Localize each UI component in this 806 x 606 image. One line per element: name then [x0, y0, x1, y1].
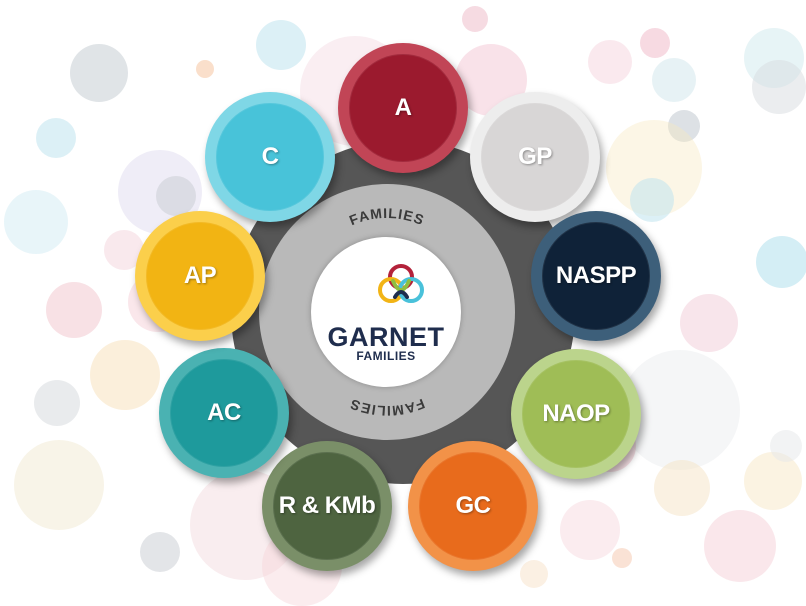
family-label: NASPP — [555, 262, 637, 289]
family-label: GP — [518, 143, 552, 170]
family-node-naspp[interactable]: NASPP — [531, 211, 661, 341]
family-node-r-kmb[interactable]: R & KMb — [262, 441, 392, 571]
center-subtitle: FAMILIES — [356, 349, 416, 363]
background-bubble — [196, 60, 214, 78]
background-bubble — [756, 236, 806, 288]
family-node-gc[interactable]: GC — [408, 441, 538, 571]
logo-loop-navy — [393, 290, 409, 299]
background-bubble — [744, 452, 802, 510]
background-bubble — [256, 20, 306, 70]
background-bubble — [612, 548, 632, 568]
background-bubble — [680, 294, 738, 352]
background-bubble — [140, 532, 180, 572]
family-node-a[interactable]: A — [338, 43, 468, 173]
family-node-naop[interactable]: NAOP — [511, 349, 641, 479]
family-node-gp[interactable]: GP — [470, 92, 600, 222]
background-bubble — [654, 460, 710, 516]
family-label: AP — [183, 262, 217, 289]
background-bubble — [560, 500, 620, 560]
family-node-c[interactable]: C — [205, 92, 335, 222]
background-bubble — [34, 380, 80, 426]
family-label: AC — [207, 399, 241, 426]
family-label: C — [261, 143, 279, 170]
background-bubble — [770, 430, 802, 462]
family-label: A — [394, 94, 412, 121]
background-bubble — [46, 282, 102, 338]
background-bubble — [90, 340, 160, 410]
background-bubble — [630, 178, 674, 222]
background-bubble — [588, 40, 632, 84]
background-bubble — [640, 28, 670, 58]
center-title: GARNET — [327, 322, 445, 352]
background-bubble — [4, 190, 68, 254]
background-bubble — [704, 510, 776, 582]
background-bubble — [668, 110, 700, 142]
family-label: NAOP — [542, 400, 610, 427]
background-bubble — [14, 440, 104, 530]
family-node-ap[interactable]: AP — [135, 211, 265, 341]
background-bubble — [752, 60, 806, 114]
background-bubble — [70, 44, 128, 102]
background-bubble — [36, 118, 76, 158]
family-node-ac[interactable]: AC — [159, 348, 289, 478]
background-bubble — [156, 176, 196, 216]
background-bubble — [652, 58, 696, 102]
background-bubble — [462, 6, 488, 32]
family-label: R & KMb — [278, 492, 376, 519]
background-bubble — [520, 560, 548, 588]
family-label: GC — [455, 492, 492, 519]
center-hub — [311, 237, 461, 387]
garnet-knot-logo-icon — [378, 264, 424, 303]
